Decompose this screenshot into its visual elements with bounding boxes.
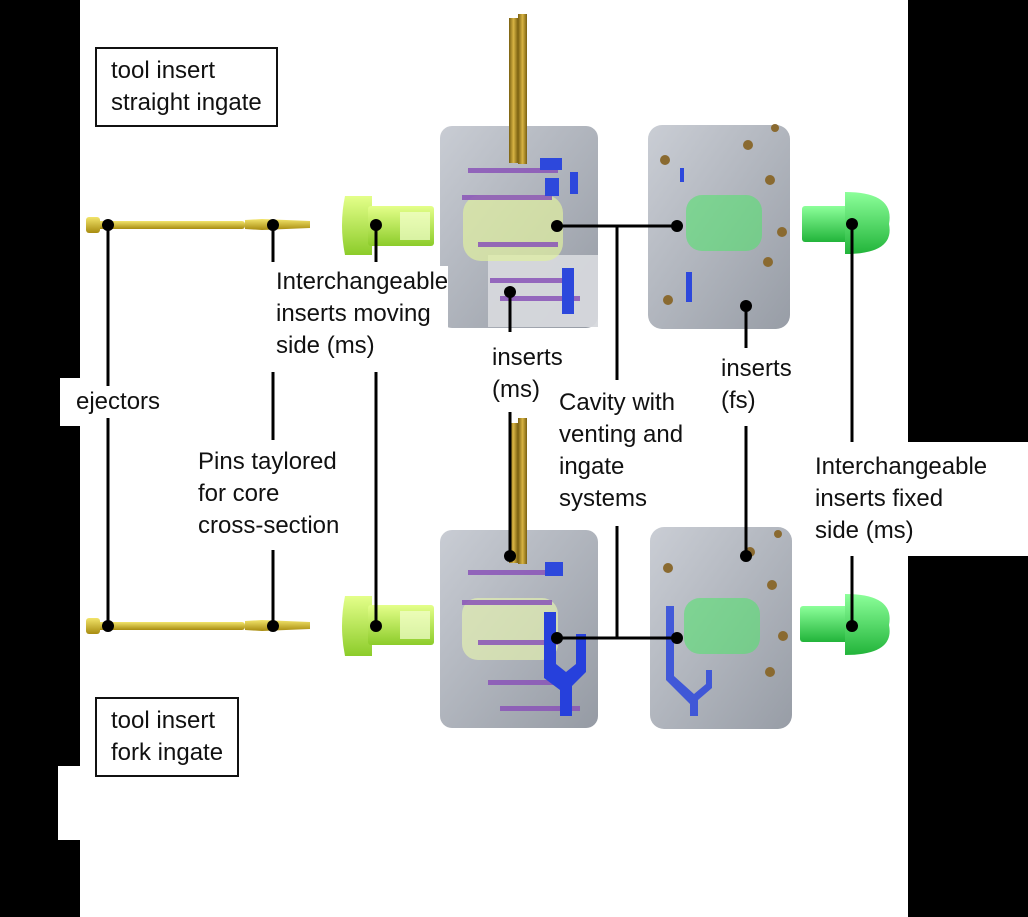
- leader-lines: [106, 224, 854, 640]
- leader-dots: [102, 218, 858, 644]
- label-inserts-fs: inserts (fs): [721, 353, 792, 417]
- label-tool-insert-fork: tool insert fork ingate: [95, 697, 240, 777]
- mold-block-fs-top: [648, 124, 790, 329]
- fs-insert-bottom: [800, 594, 890, 655]
- fs-insert-top: [802, 192, 890, 254]
- ms-insert-top: [342, 196, 434, 255]
- label-inserts-ms: inserts (ms): [492, 342, 563, 406]
- mold-block-ms-bottom: [440, 418, 598, 728]
- ms-insert-bottom: [342, 596, 434, 656]
- label-inserts-fixed: Interchangeable inserts fixed side (ms): [815, 453, 988, 544]
- label-tool-insert-straight: tool insert straight ingate: [95, 47, 278, 127]
- mold-block-fs-bottom: [650, 527, 792, 729]
- label-cavity: Cavity with venting and ingate systems: [559, 387, 684, 515]
- label-pins: Pins taylored for core cross-section: [198, 446, 340, 542]
- mold-block-ms-top: [440, 14, 598, 328]
- label-ejectors: ejectors: [62, 386, 175, 418]
- label-inserts-moving: Interchangeable inserts moving side (ms): [276, 266, 449, 362]
